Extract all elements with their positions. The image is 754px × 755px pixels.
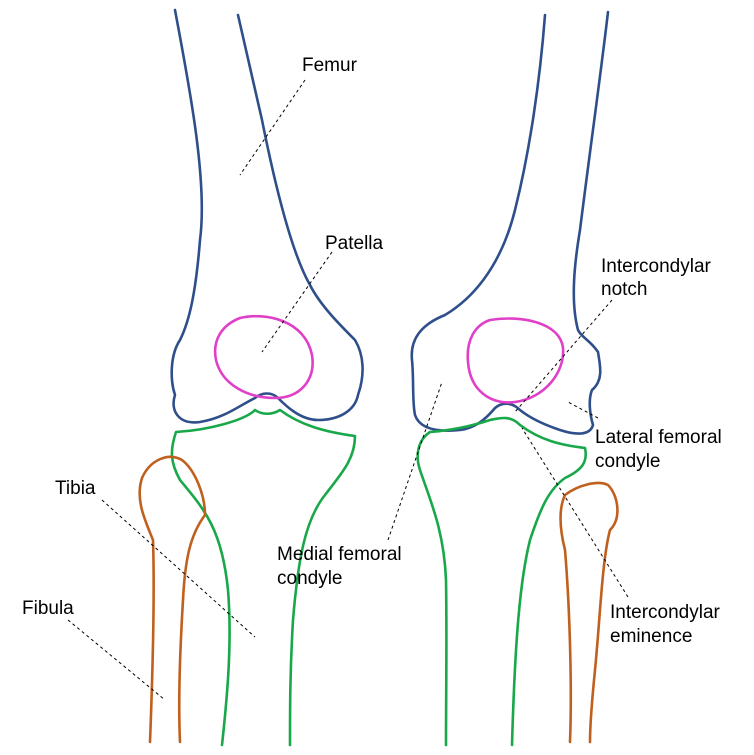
label-intercondylar-notch-line2: notch: [601, 279, 647, 300]
label-femur: Femur: [302, 55, 358, 76]
label-intercondylar-eminence-line2: eminence: [610, 626, 692, 647]
left-knee: [138, 8, 364, 747]
leader-medial-femoral-condyle: [387, 381, 443, 541]
label-tibia: Tibia: [55, 478, 96, 499]
leader-intercondylar-notch: [514, 299, 613, 413]
right-fibula-outline: [559, 481, 619, 744]
leader-fibula: [67, 619, 166, 701]
right-knee: [410, 10, 619, 747]
label-medial-femoral-condyle-line1: Medial femoral: [277, 544, 402, 565]
right-tibia-outline: [416, 416, 587, 747]
label-lateral-femoral-condyle-line2: condyle: [595, 451, 661, 472]
label-lateral-femoral-condyle-line1: Lateral femoral: [595, 427, 722, 448]
leader-femur: [239, 79, 306, 176]
leader-patella: [261, 251, 333, 353]
right-femur-outline: [410, 10, 610, 435]
label-intercondylar-notch-line1: Intercondylar: [601, 256, 712, 277]
leader-lines: [67, 79, 629, 701]
left-tibia-outline: [170, 408, 357, 747]
leader-tibia: [101, 499, 256, 638]
label-medial-femoral-condyle-line2: condyle: [277, 568, 343, 589]
label-fibula: Fibula: [22, 598, 74, 619]
leader-lateral-femoral-condyle: [567, 401, 599, 419]
label-intercondylar-eminence-line1: Intercondylar: [610, 602, 721, 623]
label-patella: Patella: [325, 233, 384, 254]
right-patella-outline: [466, 317, 565, 404]
labels: Femur Patella Intercondylar notch Latera…: [22, 55, 722, 647]
left-patella-outline: [213, 314, 314, 400]
left-fibula-outline: [138, 455, 207, 744]
